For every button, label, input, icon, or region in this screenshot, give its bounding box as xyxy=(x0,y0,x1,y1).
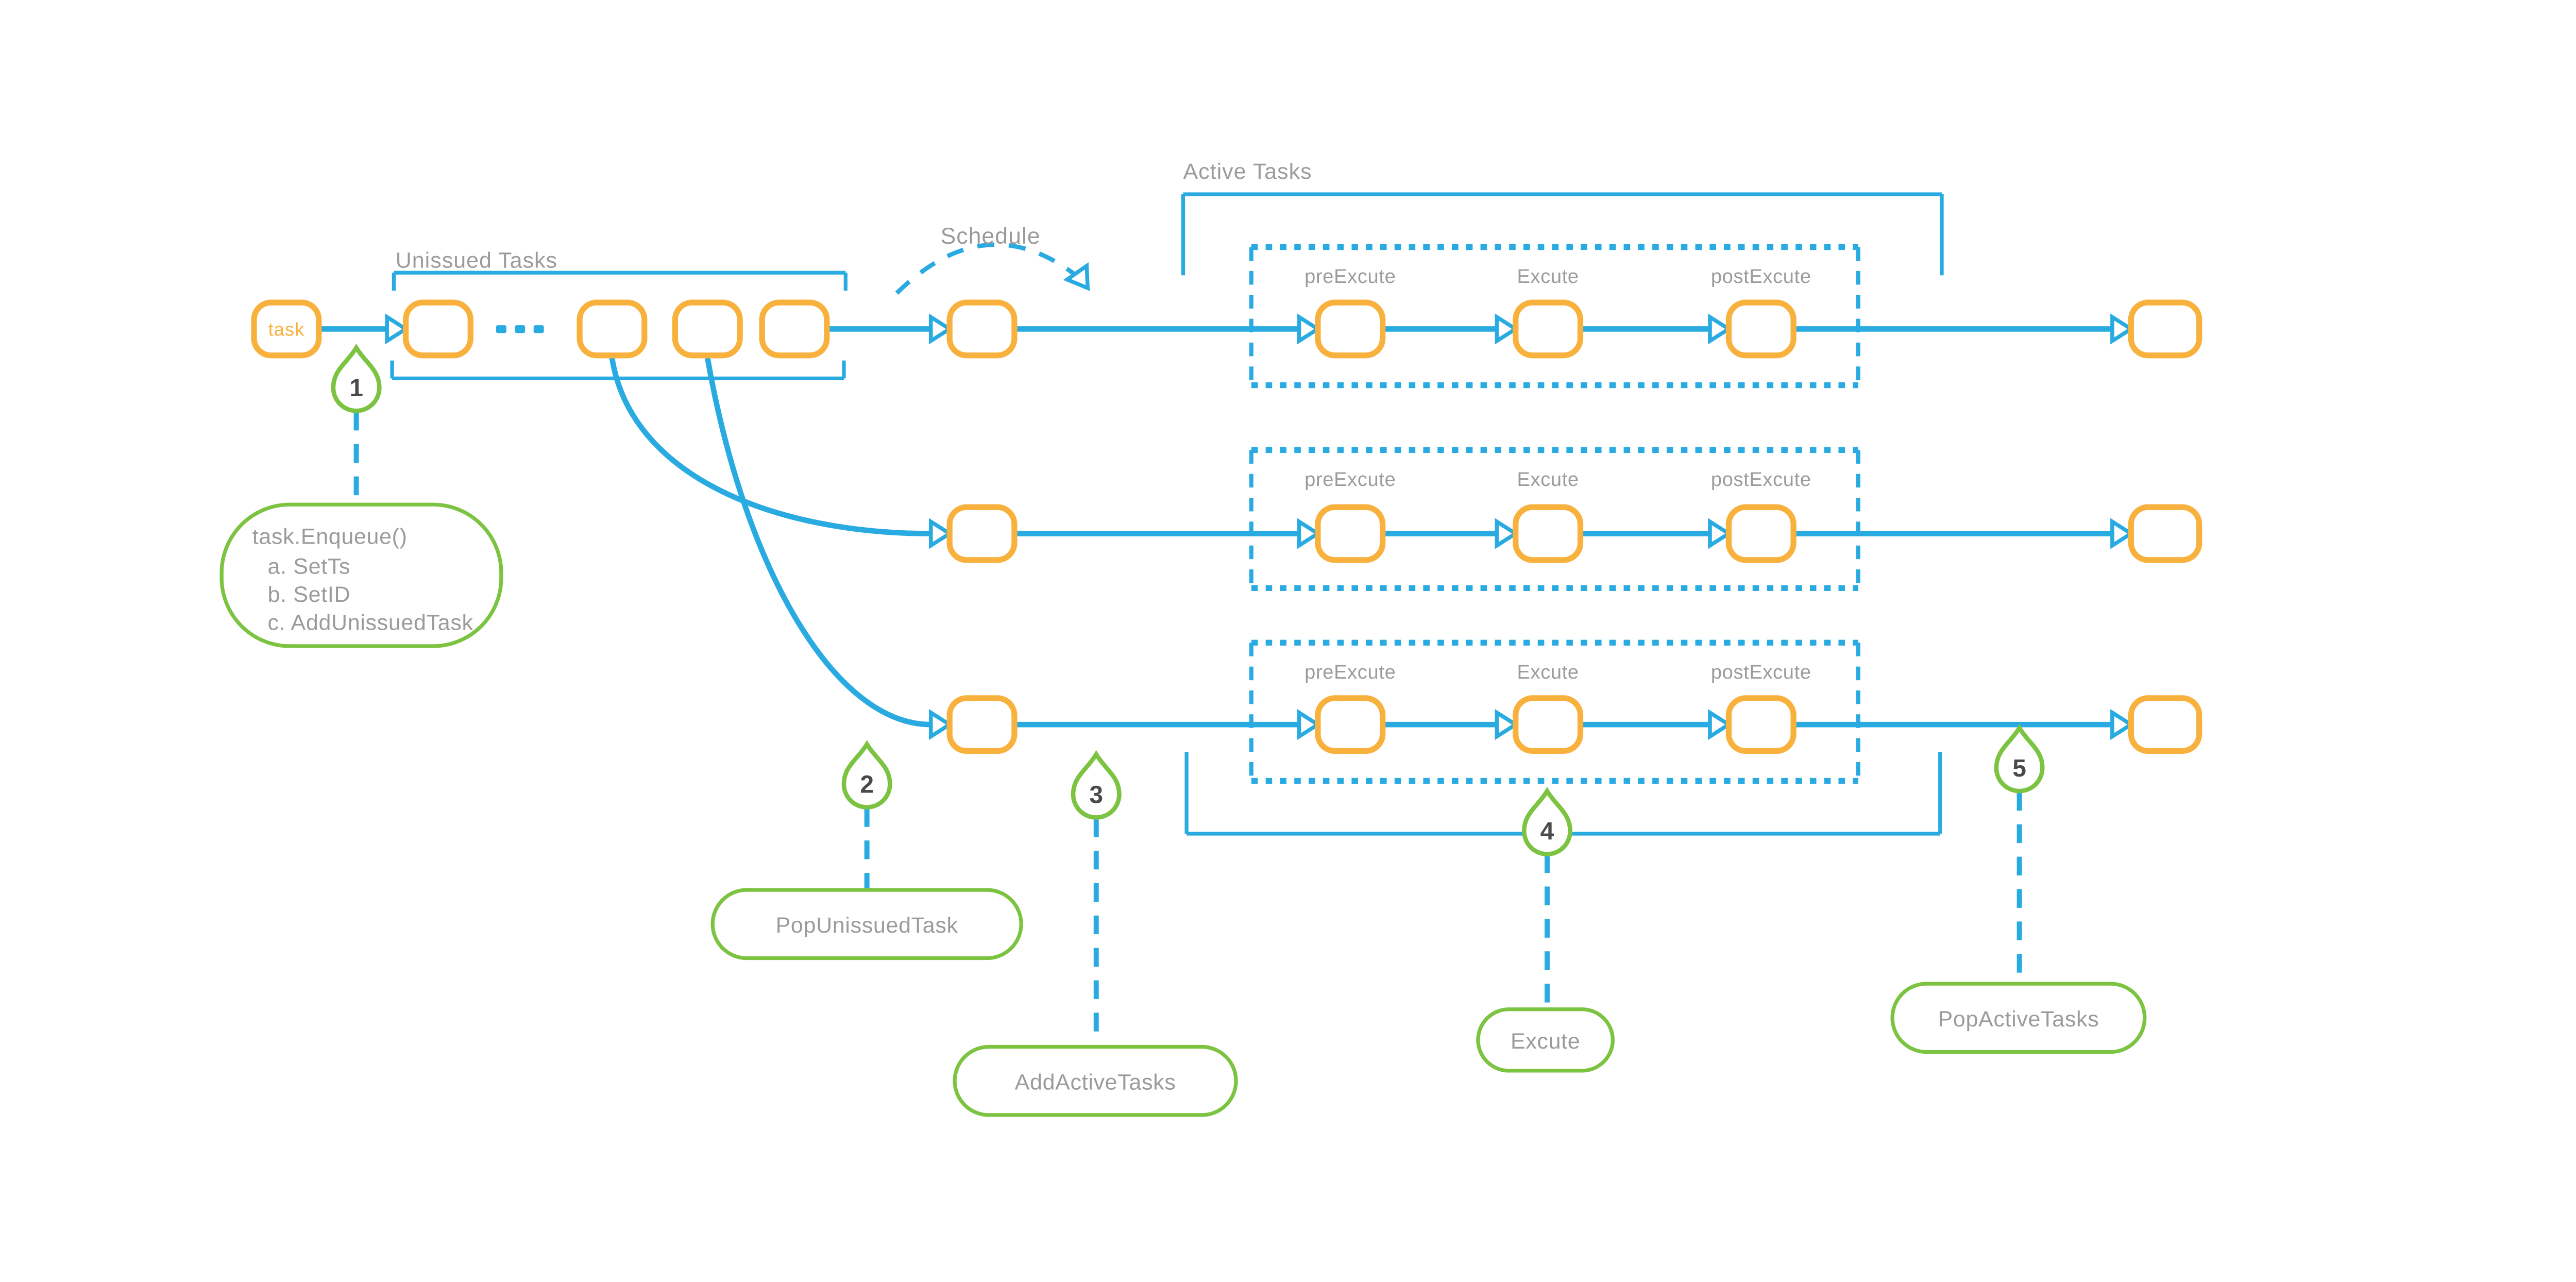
callout-label: PopUnissuedTask xyxy=(776,913,958,938)
active-tasks-heading: Active Tasks xyxy=(1183,159,1312,184)
teardrop-icon xyxy=(841,739,892,809)
stage-label-post: postExcute xyxy=(1711,662,1811,683)
callout-item: c. AddUnissuedTask xyxy=(268,610,473,635)
arrowhead-icon xyxy=(1495,313,1519,345)
callout-label: Excute xyxy=(1511,1029,1580,1054)
arrowhead-icon xyxy=(385,313,410,345)
callout-pop-unissued-task: PopUnissuedTask xyxy=(710,888,1023,960)
queue-node xyxy=(577,299,648,359)
queue-node xyxy=(759,299,830,359)
stage-label-post: postExcute xyxy=(1711,266,1811,288)
arrowhead-icon xyxy=(928,709,954,740)
task-node-label: task xyxy=(268,319,305,340)
post-excute-node-row2 xyxy=(1725,504,1797,563)
step-marker-2: 2 xyxy=(841,739,892,809)
pre-excute-node-row3 xyxy=(1315,695,1386,754)
queue-node xyxy=(672,299,743,359)
callout-box xyxy=(953,1044,1238,1117)
arrowhead-icon xyxy=(2110,313,2135,345)
schedule-arc-arrowhead-icon xyxy=(1063,262,1090,291)
arrowhead-icon xyxy=(2110,518,2135,549)
post-excute-node-row1 xyxy=(1725,299,1797,359)
arrowhead-icon xyxy=(928,313,954,345)
arrowhead-icon xyxy=(928,518,954,549)
active-tasks-bracket-top xyxy=(1181,192,1944,276)
stage-label-excute: Excute xyxy=(1517,662,1579,683)
callout-label: PopActiveTasks xyxy=(1938,1007,2099,1032)
active-task-box-row3 xyxy=(1249,639,1860,784)
flow-arrows xyxy=(319,313,2135,740)
callout-pop-active-tasks: PopActiveTasks xyxy=(1890,982,2147,1054)
callout-label: AddActiveTasks xyxy=(1015,1070,1176,1094)
callout-add-active-tasks: AddActiveTasks xyxy=(953,1044,1238,1117)
marker-number: 4 xyxy=(1540,818,1554,846)
schedule-heading: Schedule xyxy=(940,224,1040,249)
pre-excute-node-row1 xyxy=(1315,299,1386,359)
done-node-row1 xyxy=(2128,299,2202,359)
arrowhead-icon xyxy=(1297,313,1321,345)
arrowhead-icon xyxy=(1708,709,1733,740)
callout-box xyxy=(710,888,1023,960)
stage-label-excute: Excute xyxy=(1517,469,1579,491)
callout-item: b. SetID xyxy=(268,582,351,607)
step-marker-5: 5 xyxy=(1994,723,2045,794)
arrowhead-icon xyxy=(1708,518,1733,549)
unissued-tasks-bracket-top xyxy=(392,271,848,291)
callout-excute: Excute xyxy=(1476,1007,1615,1073)
step-marker-3: 3 xyxy=(1071,750,1122,820)
marker-number: 2 xyxy=(860,771,874,799)
excute-node-row3 xyxy=(1513,695,1584,754)
callout-enqueue: task.Enqueue() a. SetTs b. SetID c. AddU… xyxy=(219,502,503,648)
marker-number: 3 xyxy=(1089,781,1103,808)
scheduler-node-row1 xyxy=(946,299,1018,359)
arrowhead-icon xyxy=(1708,313,1733,345)
arrowhead-icon xyxy=(1297,518,1321,549)
teardrop-icon xyxy=(1522,786,1572,856)
scheduler-node-row2 xyxy=(946,504,1018,563)
step-marker-1: 1 xyxy=(331,343,382,413)
marker-number: 1 xyxy=(349,375,363,402)
dot xyxy=(515,325,526,333)
step-marker-4: 4 xyxy=(1522,786,1572,856)
marker-number: 5 xyxy=(2012,755,2026,782)
callout-title: task.Enqueue() xyxy=(252,524,408,549)
task-node xyxy=(251,299,322,359)
curve-queue-to-scheduler-row2 xyxy=(609,357,931,536)
unissued-tasks-heading: Unissued Tasks xyxy=(396,248,557,273)
callout-box xyxy=(219,502,503,648)
arrowhead-icon xyxy=(1297,709,1321,740)
stage-label-pre: preExcute xyxy=(1304,469,1396,491)
active-task-box-row2 xyxy=(1249,447,1860,592)
excute-node-row2 xyxy=(1513,504,1584,563)
excute-node-row1 xyxy=(1513,299,1584,359)
schedule-arc xyxy=(895,242,1081,295)
teardrop-icon xyxy=(331,343,382,413)
queue-ellipsis-icon xyxy=(496,325,544,333)
dot xyxy=(533,325,544,333)
scheduler-node-row3 xyxy=(946,695,1018,754)
stage-label-post: postExcute xyxy=(1711,469,1811,491)
stage-label-pre: preExcute xyxy=(1304,266,1396,288)
done-node-row3 xyxy=(2128,695,2202,754)
callout-box xyxy=(1476,1007,1615,1073)
active-task-box-row1 xyxy=(1249,244,1860,389)
done-node-row2 xyxy=(2128,504,2202,563)
callout-item: a. SetTs xyxy=(268,554,351,579)
teardrop-icon xyxy=(1994,723,2045,794)
arrowhead-icon xyxy=(1495,518,1519,549)
arrowhead-icon xyxy=(1495,709,1519,740)
stage-label-excute: Excute xyxy=(1517,266,1579,288)
nodes xyxy=(251,299,2202,754)
queue-node xyxy=(402,299,473,359)
post-excute-node-row3 xyxy=(1725,695,1797,754)
teardrop-icon xyxy=(1071,750,1122,820)
pre-excute-node-row2 xyxy=(1315,504,1386,563)
callout-box xyxy=(1890,982,2147,1054)
dot xyxy=(496,325,506,333)
curve-queue-to-scheduler-row3 xyxy=(705,357,931,728)
stage-label-pre: preExcute xyxy=(1304,662,1396,683)
arrowhead-icon xyxy=(2110,709,2135,740)
